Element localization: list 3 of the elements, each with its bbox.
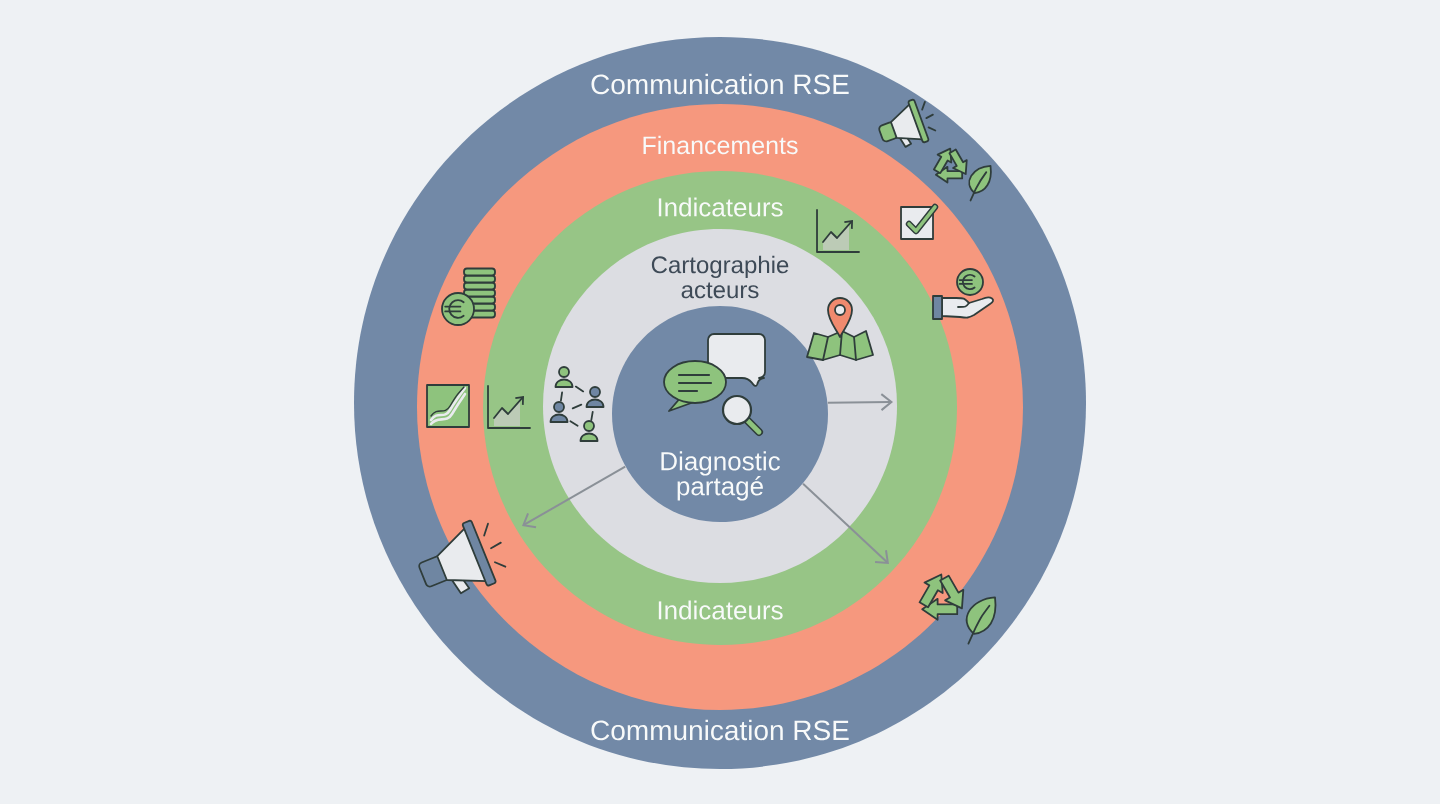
arrow xyxy=(522,465,627,529)
arrow xyxy=(802,482,889,564)
arrow xyxy=(826,393,893,412)
